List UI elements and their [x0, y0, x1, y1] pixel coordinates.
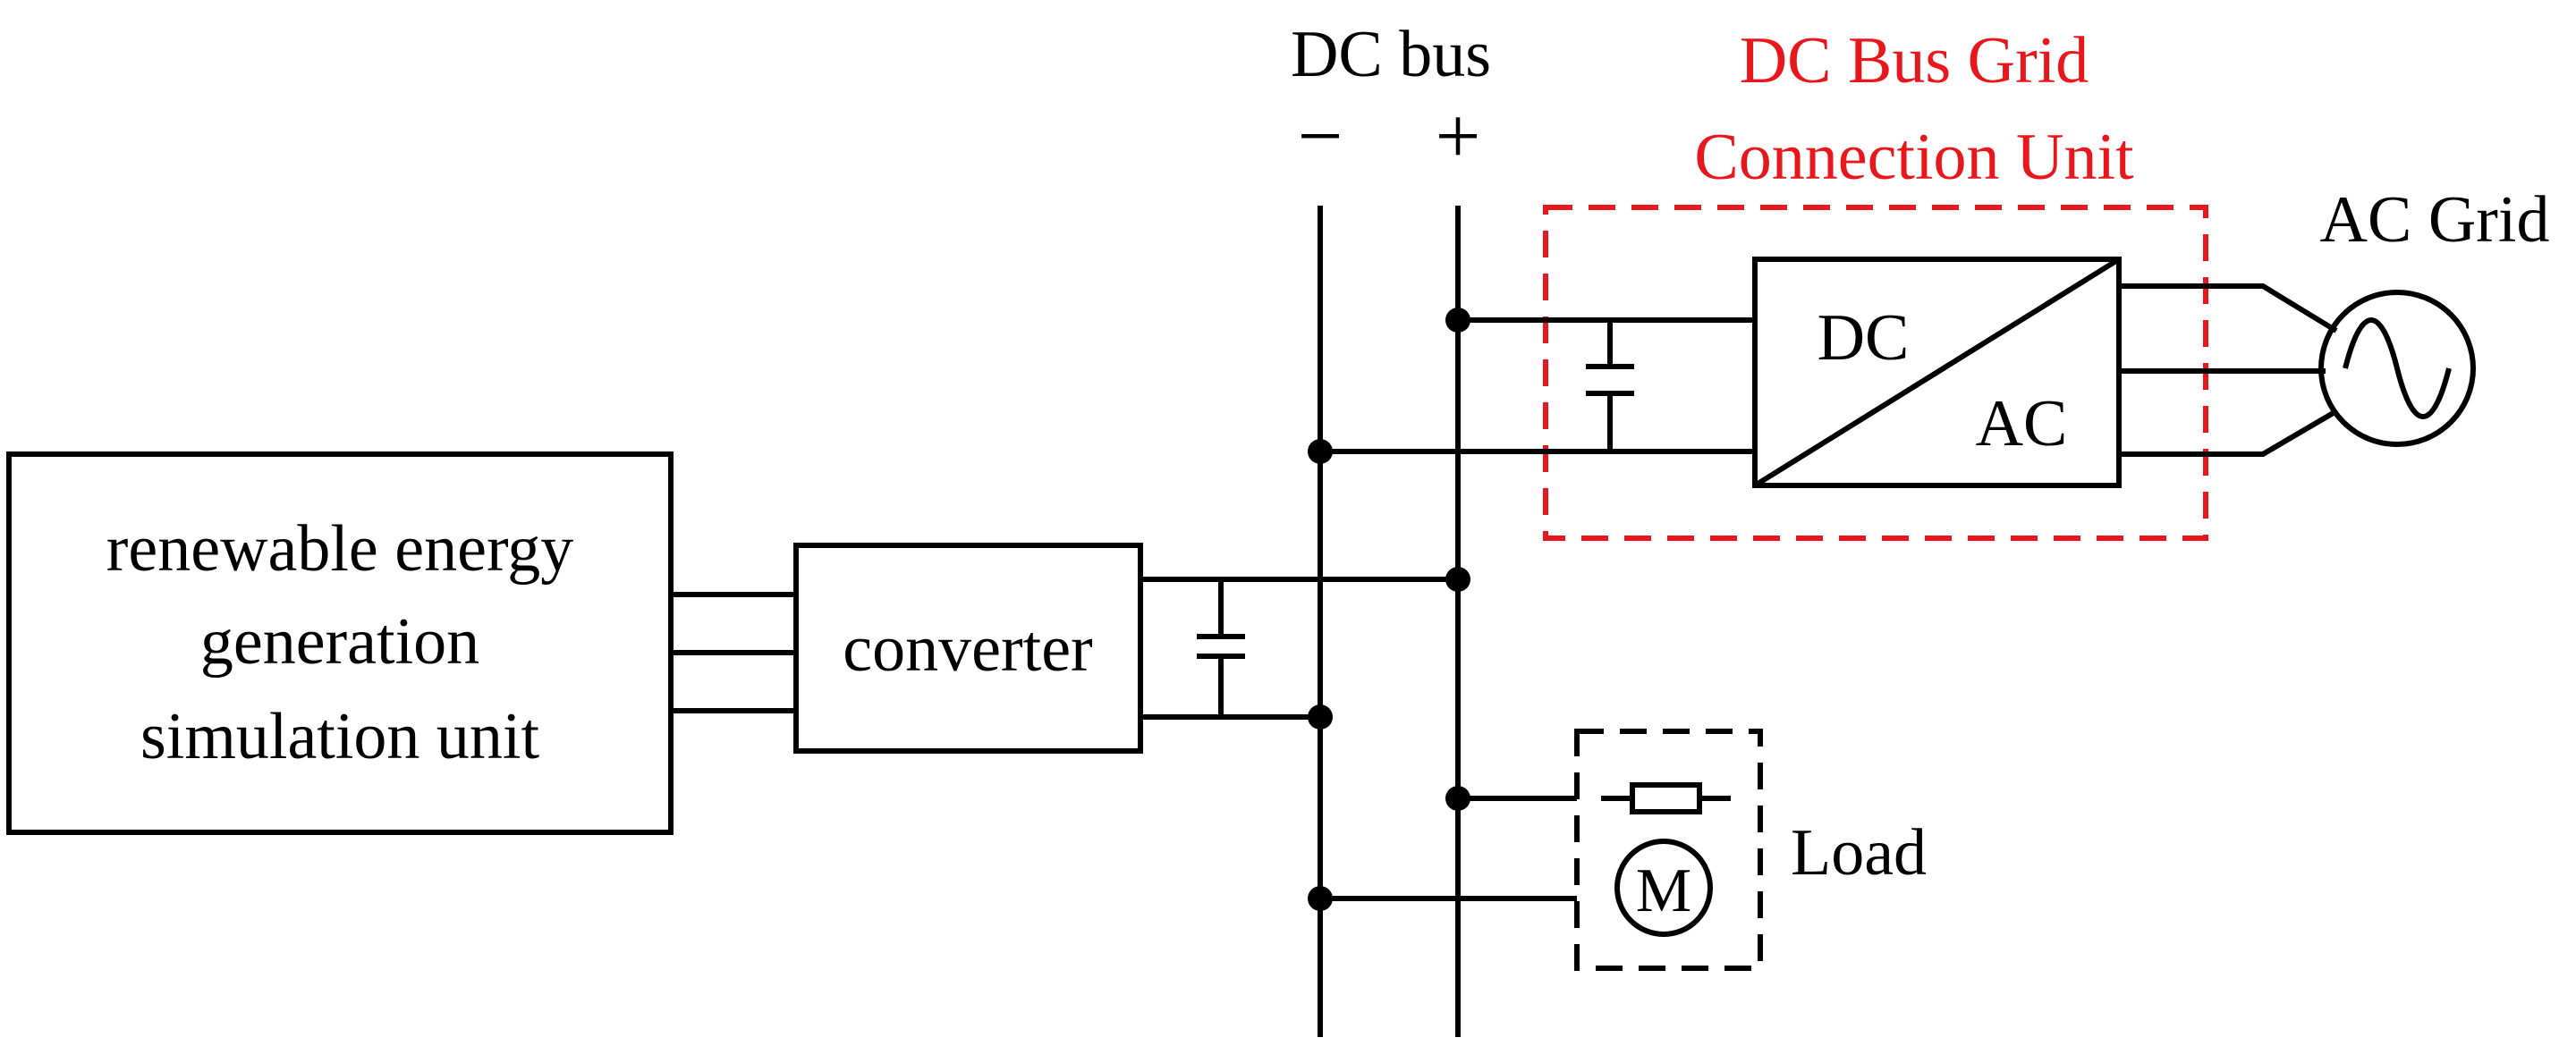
junction-dot-pos-inverter: [1445, 308, 1470, 333]
ac-grid-label: AC Grid: [2320, 183, 2550, 257]
converter-capacitor: [1197, 579, 1245, 717]
inverter-ac-label: AC: [1976, 387, 2068, 460]
converter-label: converter: [843, 612, 1092, 686]
load-label: Load: [1791, 816, 1927, 890]
ac-grid-source-icon: [2318, 290, 2476, 447]
dc-bus-label: DC bus: [1291, 18, 1491, 91]
renewable-unit-label-line3: simulation unit: [140, 700, 540, 773]
junction-dot-neg-load: [1308, 886, 1333, 911]
ac-output-phase-c: [2119, 409, 2338, 457]
motor-label: M: [1636, 856, 1691, 925]
resistor-icon: [1601, 782, 1731, 814]
junction-dot-neg-inverter: [1308, 439, 1333, 464]
junction-dot-pos-load: [1445, 786, 1470, 811]
inverter-diagonal: [1753, 257, 2121, 488]
grid-connection-unit-label-line1: DC Bus Grid: [1740, 24, 2089, 97]
junction-dot-pos-converter: [1445, 567, 1470, 592]
dc-bus-minus-label: −: [1298, 92, 1343, 181]
inverter-dc-label: DC: [1818, 301, 1910, 375]
renewable-unit-label-line2: generation: [200, 605, 479, 679]
ac-output-phase-a: [2119, 283, 2338, 333]
renewable-unit-label-line1: renewable energy: [106, 512, 574, 586]
dc-bus-plus-label: +: [1436, 92, 1481, 181]
motor-icon: M: [1614, 839, 1713, 937]
converter-box: [793, 543, 1143, 754]
load-boundary: [1574, 729, 1763, 971]
renewable-generation-unit-box: [6, 451, 674, 835]
junction-dot-neg-converter: [1308, 704, 1333, 730]
inverter-capacitor: [1586, 320, 1634, 451]
grid-connection-unit-label-line2: Connection Unit: [1694, 121, 2134, 194]
